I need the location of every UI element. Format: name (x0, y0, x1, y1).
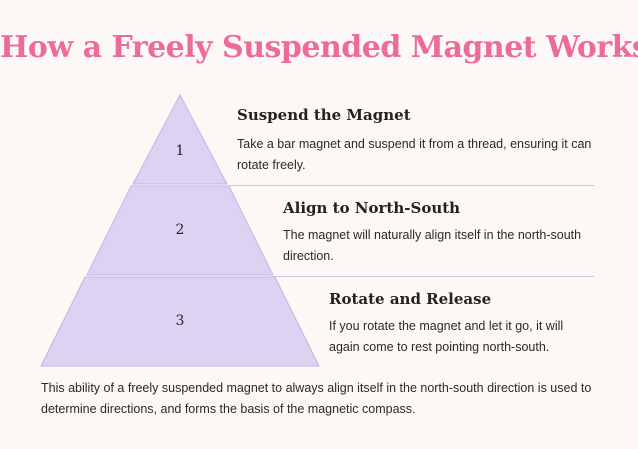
divider-2 (273, 276, 594, 277)
step-1-number: 1 (175, 143, 185, 159)
pyramid-tier-1 (132, 93, 228, 185)
step-2-title: Align to North-South (283, 199, 461, 217)
step-2-description: The magnet will naturally align itself i… (283, 228, 582, 263)
footer-text: This ability of a freely suspended magne… (41, 381, 592, 416)
step-3-title: Rotate and Release (329, 290, 492, 308)
divider-1 (229, 185, 594, 186)
step-1-description: Take a bar magnet and suspend it from a … (237, 137, 592, 172)
step-3-number: 3 (175, 313, 185, 329)
step-3-description: If you rotate the magnet and let it go, … (329, 319, 564, 354)
step-2-number: 2 (175, 222, 185, 238)
page-title: How a Freely Suspended Magnet Works (0, 30, 638, 65)
step-1-title: Suspend the Magnet (237, 106, 411, 124)
